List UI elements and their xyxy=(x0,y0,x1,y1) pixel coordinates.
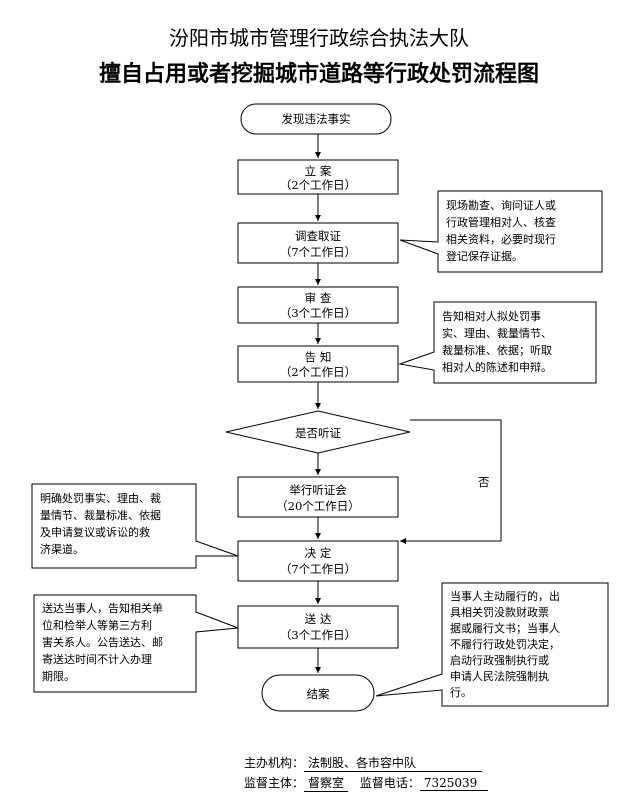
note-decide-line: 量情节、裁量标准、依据 xyxy=(40,508,161,522)
supervisor-label: 监督主体： xyxy=(244,776,305,790)
start-label: 发现违法事实 xyxy=(282,112,351,126)
phone-label: 监督电话： xyxy=(359,776,420,790)
note-investigate: 现场勘查、询问证人或 行政管理相对人、核查 相关资料，必要时现行 登记保存证据。 xyxy=(399,190,603,273)
note-enforce-line: 据或履行文书；当事人 xyxy=(450,621,560,635)
step-decide-days: （7个工作日） xyxy=(280,562,356,576)
decision-hearing-label: 是否听证 xyxy=(295,426,341,440)
no-branch-label: 否 xyxy=(478,475,490,489)
note-enforce: 当事人主动履行的，出 具相关罚没款财政票 据或履行文书；当事人 不履行行政处罚决… xyxy=(375,582,609,707)
step-deliver-days: （3个工作日） xyxy=(280,628,356,642)
note-enforce-line: 当事人主动履行的，出 xyxy=(450,589,560,603)
step-filing: 立 案 （2个工作日） xyxy=(237,159,399,195)
step-notify-title: 告 知 xyxy=(305,350,332,364)
step-review: 审 查 （3个工作日） xyxy=(237,286,399,324)
host-value: 法制股、各市容中队 xyxy=(304,754,483,772)
step-hearing: 举行听证会 （20个工作日） xyxy=(237,476,399,518)
note-decide-line: 及申请复议或诉讼的救 xyxy=(40,525,150,539)
step-investigate-title: 调查取证 xyxy=(295,229,341,243)
step-notify: 告 知 （2个工作日） xyxy=(237,345,399,383)
step-review-days: （3个工作日） xyxy=(280,306,356,320)
note-decide-line: 明确处罚事实、理由、裁 xyxy=(40,491,161,505)
step-deliver: 送 达 （3个工作日） xyxy=(237,605,399,649)
step-filing-days: （2个工作日） xyxy=(280,178,356,192)
note-investigate-line: 行政管理相对人、核查 xyxy=(446,215,556,229)
end-node: 结案 xyxy=(261,674,375,712)
footer-host-row: 主办机构：法制股、各市容中队 xyxy=(244,754,483,772)
note-investigate-line: 相关资料，必要时现行 xyxy=(446,232,556,246)
step-review-title: 审 查 xyxy=(305,291,332,305)
note-notify-line: 裁量标准、依据；听取 xyxy=(442,343,552,357)
note-notify: 告知相对人拟处罚事 实、理由、裁量情节、 裁量标准、依据；听取 相对人的陈述和申… xyxy=(398,301,597,384)
note-deliver-line: 寄送达时间不计入办理 xyxy=(42,652,152,666)
note-enforce-line: 行。 xyxy=(450,686,472,699)
note-enforce-line: 不履行行政处罚决定， xyxy=(450,637,560,651)
note-notify-line: 告知相对人拟处罚事 xyxy=(442,309,541,323)
phone-value: 7325039 xyxy=(419,776,488,791)
step-hearing-title: 举行听证会 xyxy=(289,483,347,497)
no-branch-line xyxy=(400,419,502,544)
title-line-1: 汾阳市城市管理行政综合执法大队 xyxy=(169,26,469,50)
note-deliver: 送达当事人，告知相关单 位和检举人等第三方利 害关系人。公告送达、邮 寄送达时间… xyxy=(33,594,239,693)
step-filing-title: 立 案 xyxy=(305,164,332,178)
note-enforce-line: 具相关罚没款财政票 xyxy=(450,605,549,619)
start-node: 发现违法事实 xyxy=(240,103,392,135)
note-notify-line: 实、理由、裁量情节、 xyxy=(442,326,552,340)
note-investigate-line: 登记保存证据。 xyxy=(446,249,523,263)
note-enforce-line: 申请人民法院强制执 xyxy=(450,669,549,683)
step-decide: 决 定 （7个工作日） xyxy=(237,540,399,582)
note-deliver-line: 期限。 xyxy=(42,670,75,683)
end-label: 结案 xyxy=(307,687,330,701)
step-deliver-title: 送 达 xyxy=(305,612,332,626)
note-investigate-line: 现场勘查、询问证人或 xyxy=(446,198,556,212)
note-decide: 明确处罚事实、理由、裁 量情节、裁量标准、依据 及申请复议或诉讼的救 济渠道。 xyxy=(31,483,239,569)
footer-supervisor-row: 监督主体：督察室 监督电话：7325039 xyxy=(244,774,488,792)
supervisor-value: 督察室 xyxy=(304,774,349,792)
decision-hearing: 是否听证 xyxy=(225,410,411,454)
host-label: 主办机构： xyxy=(244,756,305,770)
note-deliver-line: 送达当事人，告知相关单 xyxy=(42,601,163,615)
step-investigate: 调查取证 （7个工作日） xyxy=(237,222,399,264)
note-enforce-line: 启动行政强制执行或 xyxy=(450,653,549,667)
note-decide-line: 济渠道。 xyxy=(40,542,84,556)
note-notify-line: 相对人的陈述和申辩。 xyxy=(442,360,552,374)
step-decide-title: 决 定 xyxy=(305,546,332,560)
step-investigate-days: （7个工作日） xyxy=(280,245,356,259)
note-deliver-line: 害关系人。公告送达、邮 xyxy=(42,635,163,649)
step-hearing-days: （20个工作日） xyxy=(276,499,360,513)
title-line-2: 擅自占用或者挖掘城市道路等行政处罚流程图 xyxy=(98,61,539,87)
step-notify-days: （2个工作日） xyxy=(280,365,356,379)
note-deliver-line: 位和检举人等第三方利 xyxy=(42,618,152,632)
